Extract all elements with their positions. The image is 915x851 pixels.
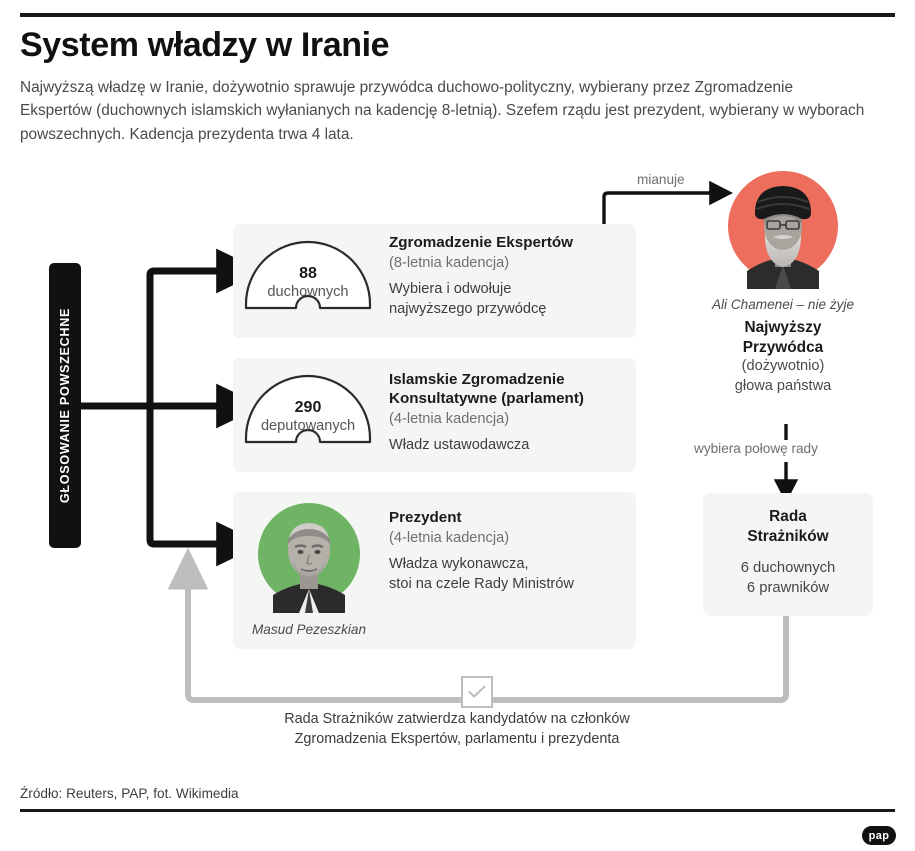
vote-bar: GŁOSOWANIE POWSZECHNE [49, 263, 81, 548]
loop-footnote: Rada Strażników zatwierdza kandydatów na… [232, 710, 682, 750]
parliament-count: 290 [294, 399, 322, 416]
council-line2: 6 prawników [746, 579, 830, 596]
supreme-leader-caption: Ali Chamenei – nie żyje [711, 297, 855, 312]
experts-count-label: duchownych [267, 284, 349, 300]
footnote-line2: Zgromadzenia Ekspertów, parlamentu i pre… [294, 730, 620, 747]
experts-count: 88 [299, 265, 317, 282]
edge-label-appoints: mianuje [637, 172, 685, 187]
guardian-council-block: Rada Strażników 6 duchownych 6 prawników [703, 507, 873, 599]
source-text: Źródło: Reuters, PAP, fot. Wikimedia [20, 786, 239, 801]
panel-guardian-council [703, 493, 873, 616]
parliament-text-block: Islamskie Zgromadzenie Konsultatywne (pa… [389, 370, 639, 456]
page-title: System władzy w Iranie [20, 26, 390, 64]
hemicycle-icon-parliament: 290 deputowanych [243, 373, 373, 450]
avatar-supreme-leader [728, 171, 838, 289]
president-desc-line1: Władza wykonawcza, [389, 556, 529, 573]
leader-role-line1: Najwyższy [744, 319, 822, 336]
experts-term: (8-letnia kadencja) [389, 255, 510, 272]
supreme-leader-role-block: Najwyższy Przywódca (dożywotnio) głowa p… [690, 318, 876, 397]
president-text-block: Prezydent (4-letnia kadencja) Władza wyk… [389, 508, 644, 595]
check-glyph [468, 685, 486, 698]
pap-logo: pap [862, 826, 896, 845]
parliament-desc-line1: Władz ustawodawcza [389, 437, 530, 454]
president-term: (4-letnia kadencja) [389, 530, 510, 547]
council-title-line1: Rada [769, 508, 807, 525]
president-desc-line2: stoi na czele Rady Ministrów [389, 576, 574, 593]
edge-label-picks-half: wybiera połowę rady [694, 441, 818, 456]
president-title: Prezydent [389, 509, 462, 526]
experts-desc-line2: najwyższego przywódcę [389, 301, 547, 318]
parliament-term: (4-letnia kadencja) [389, 411, 510, 428]
president-photo [273, 523, 345, 613]
parliament-title-line1: Islamskie Zgromadzenie [389, 371, 565, 388]
avatar-president [258, 503, 360, 613]
hemicycle-icon [244, 374, 372, 444]
supreme-leader-photo [747, 186, 819, 289]
footnote-line1: Rada Strażników zatwierdza kandydatów na… [284, 711, 630, 727]
check-icon [461, 676, 493, 708]
leader-note-line2: głowa państwa [734, 377, 832, 394]
president-caption: Masud Pezeszkian [251, 622, 367, 637]
standfirst-text: Najwyższą władzę w Iranie, dożywotnio sp… [20, 79, 865, 143]
council-line1: 6 duchownych [740, 560, 836, 577]
leader-role-line2: Przywódca [742, 338, 824, 356]
hemicycle-icon [244, 240, 372, 310]
leader-note-line1: (dożywotnio) [741, 358, 825, 375]
arrow-vote-to-bodies [81, 248, 263, 567]
parliament-count-label: deputowanych [260, 418, 356, 434]
experts-desc-line1: Wybiera i odwołuje [389, 281, 512, 298]
top-rule [20, 13, 895, 17]
parliament-title-line2: Konsultatywne (parlament) [389, 390, 584, 408]
vote-bar-label: GŁOSOWANIE POWSZECHNE [58, 307, 72, 504]
council-title-line2: Strażników [747, 528, 829, 546]
experts-title: Zgromadzenie Ekspertów [389, 234, 573, 251]
experts-text-block: Zgromadzenie Ekspertów (8-letnia kadencj… [389, 233, 639, 320]
hemicycle-icon-experts: 88 duchownych [243, 239, 373, 316]
arrow-appoints [602, 180, 733, 228]
bottom-rule [20, 809, 895, 812]
